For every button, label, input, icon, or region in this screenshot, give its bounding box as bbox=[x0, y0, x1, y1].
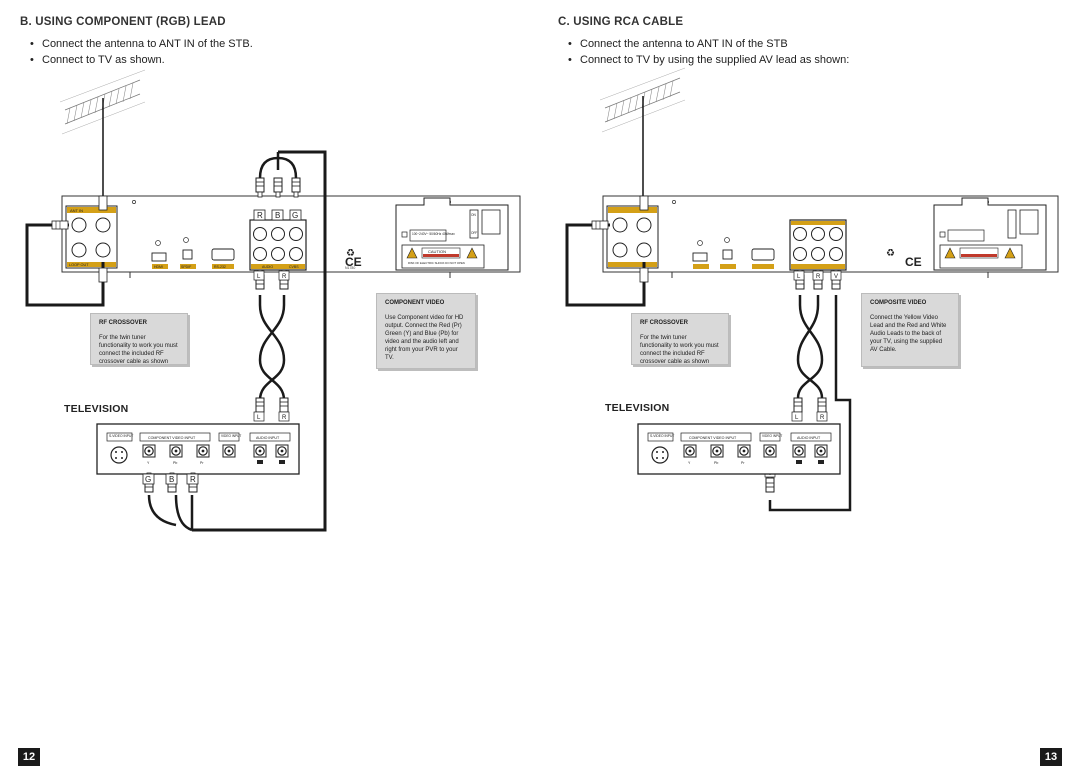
page-number-left: 12 bbox=[18, 748, 40, 766]
right-rf-crossover-cable bbox=[565, 195, 649, 307]
right-rf-body: For the twin tuner functionality to work… bbox=[640, 335, 719, 365]
tv-pr-label: Pr bbox=[200, 461, 204, 465]
tv-plug-b: B bbox=[169, 475, 174, 484]
hdmi-label: HDMI bbox=[154, 265, 163, 269]
plug-label-b: B bbox=[275, 211, 280, 220]
stb-plug-r: R bbox=[282, 274, 287, 280]
right-heading: C. USING RCA CABLE bbox=[558, 16, 684, 28]
loop-out-label: LOOP OUT bbox=[69, 263, 89, 267]
plug-label-g: G bbox=[292, 211, 298, 220]
recycle-icon: ♻ bbox=[346, 248, 355, 259]
tv-audio-label: AUDIO INPUT bbox=[256, 436, 280, 440]
right-bullets: Connect the antenna to ANT IN of the STB… bbox=[566, 36, 849, 68]
right-video-title: COMPOSITE VIDEO bbox=[870, 300, 927, 306]
right-rf-title: RF CROSSOVER bbox=[640, 320, 689, 326]
left-tv-panel: S-VIDEO INPUT COMPONENT VIDEO INPUT Y Pb… bbox=[96, 423, 300, 475]
right-television-label: TELEVISION bbox=[605, 402, 670, 414]
left-tv-component-plugs: G B R bbox=[142, 472, 199, 493]
tv-plug-l: L bbox=[257, 415, 261, 421]
caution-label: CAUTION bbox=[428, 249, 446, 254]
page-number-right: 13 bbox=[1040, 748, 1062, 766]
tv-plug-r2: R bbox=[190, 475, 196, 484]
tv-svideo-label: S-VIDEO INPUT bbox=[109, 434, 133, 438]
r-stb-plug-l: L bbox=[797, 274, 801, 280]
left-rf-crossover-box: RF CROSSOVER For the twin tuner function… bbox=[90, 313, 188, 365]
r-tv-pr-label: Pr bbox=[741, 461, 745, 465]
tv-video-label: VIDEO INPUT bbox=[221, 434, 241, 438]
rs232-label: RS-232 bbox=[214, 265, 226, 269]
left-video-body: Use Component video for HD output. Conne… bbox=[385, 315, 464, 361]
left-bullet-1: Connect the antenna to ANT IN of the STB… bbox=[28, 36, 253, 52]
power-rating: 100~240V~ 50/60Hz 40Wmax bbox=[412, 232, 455, 236]
left-rf-crossover-cable bbox=[25, 195, 108, 307]
stb-plug-l: L bbox=[257, 274, 261, 280]
r-tv-y-label: Y bbox=[688, 461, 691, 465]
r-tv-video-label: VIDEO INPUT bbox=[762, 434, 782, 438]
left-top-plug-labels: R B G bbox=[253, 209, 302, 221]
r-stb-plug-r: R bbox=[816, 274, 821, 280]
tv-plug-r: R bbox=[282, 415, 287, 421]
r-tv-plug-l: L bbox=[795, 415, 799, 421]
spdif-label: SPDIF bbox=[181, 265, 191, 269]
tv-y-label: Y bbox=[147, 461, 150, 465]
r-tv-component-label: COMPONENT VIDEO INPUT bbox=[689, 436, 737, 440]
right-bullet-1: Connect the antenna to ANT IN of the STB bbox=[566, 36, 849, 52]
r-tv-plug-r: R bbox=[820, 415, 825, 421]
ce-mark: CE bbox=[345, 255, 362, 269]
right-stb-panel: CE ♻ bbox=[602, 195, 1059, 278]
left-video-title: COMPONENT VIDEO bbox=[385, 300, 445, 306]
right-rf-crossover-box: RF CROSSOVER For the twin tuner function… bbox=[631, 313, 729, 365]
cvbs-port-label: CVBS bbox=[289, 265, 299, 269]
right-tv-panel: S-VIDEO INPUT COMPONENT VIDEO INPUT Y Pb… bbox=[637, 423, 841, 475]
model-code: N1780 bbox=[345, 266, 355, 270]
left-bullet-2: Connect to TV as shown. bbox=[28, 52, 253, 68]
left-bullets: Connect the antenna to ANT IN of the STB… bbox=[28, 36, 253, 68]
left-rf-title: RF CROSSOVER bbox=[99, 320, 148, 326]
right-bullet-2: Connect to TV by using the supplied AV l… bbox=[566, 52, 849, 68]
ce-mark-right: CE bbox=[905, 255, 922, 269]
left-component-video-box: COMPONENT VIDEO Use Component video for … bbox=[376, 293, 476, 369]
r-tv-pb-label: Pb bbox=[714, 461, 718, 465]
left-heading: B. USING COMPONENT (RGB) LEAD bbox=[20, 16, 226, 28]
right-antenna bbox=[599, 67, 686, 196]
left-television-label: TELEVISION bbox=[64, 403, 129, 415]
r-tv-audio-label: AUDIO INPUT bbox=[797, 436, 821, 440]
right-av-cable: L R V L R V bbox=[764, 269, 852, 512]
off-label: OFF bbox=[471, 231, 477, 235]
left-stb-panel: ANT IN LOOP OUT HDMI SPDIF RS-232 AUDIO … bbox=[61, 195, 521, 278]
left-antenna bbox=[59, 69, 146, 196]
plug-label-r: R bbox=[257, 211, 263, 220]
audio-port-label: AUDIO bbox=[262, 265, 273, 269]
ant-in-label: ANT IN bbox=[70, 208, 83, 213]
tv-plug-g: G bbox=[145, 475, 151, 484]
tv-component-label: COMPONENT VIDEO INPUT bbox=[148, 436, 196, 440]
left-audio-cable: L R L R bbox=[253, 269, 290, 422]
right-composite-video-box: COMPOSITE VIDEO Connect the Yellow Video… bbox=[861, 293, 959, 367]
r-stb-plug-v: V bbox=[834, 274, 838, 280]
tv-pb-label: Pb bbox=[173, 461, 177, 465]
caution-sub: RISK OF ELECTRIC SHOCK DO NOT OPEN bbox=[408, 261, 465, 265]
left-component-cable bbox=[147, 150, 327, 532]
on-label: ON bbox=[471, 213, 476, 217]
right-video-body: Connect the Yellow Video Lead and the Re… bbox=[870, 315, 947, 353]
left-rf-body: For the twin tuner functionality to work… bbox=[99, 335, 178, 365]
recycle-icon-right: ♻ bbox=[886, 248, 895, 259]
r-tv-svideo-label: S-VIDEO INPUT bbox=[650, 434, 674, 438]
